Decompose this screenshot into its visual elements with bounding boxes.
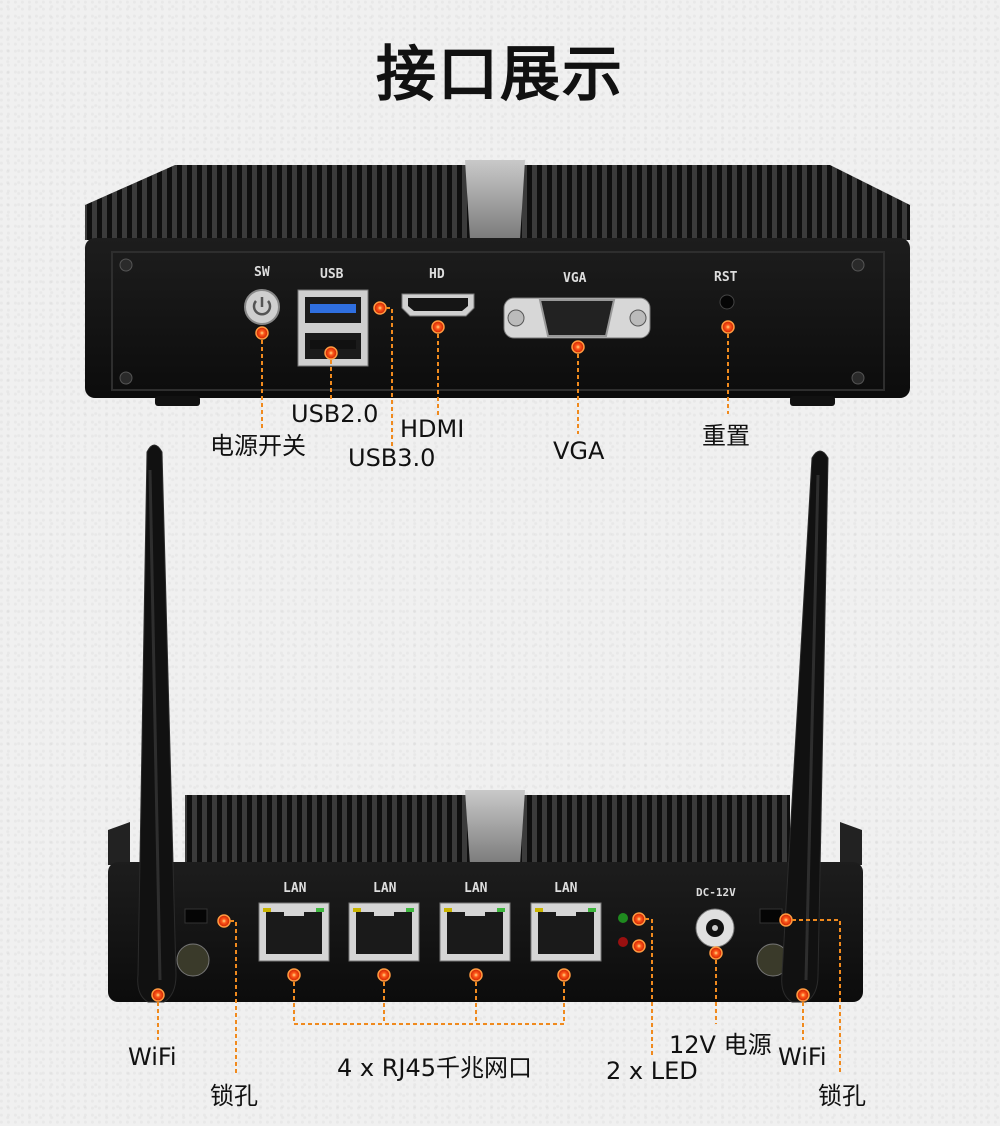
callout-vga: VGA: [553, 437, 605, 465]
port-label-vga: VGA: [563, 271, 587, 286]
port-label-hd: HD: [429, 267, 445, 282]
marker-dot-icon: [431, 320, 445, 334]
page-title: 接口展示: [376, 40, 624, 110]
callout-wifi-right: WiFi: [778, 1043, 827, 1071]
device-rear-view: [108, 790, 863, 1002]
callout-usb3: USB3.0: [348, 444, 436, 472]
callout-hdmi: HDMI: [400, 415, 465, 443]
marker-dot-icon: [324, 346, 338, 360]
callout-wifi-left: WiFi: [128, 1043, 177, 1071]
top-leader-lines: [261, 307, 729, 446]
top-markers: [255, 301, 735, 360]
port-label-usb: USB: [320, 267, 344, 282]
marker-dot-icon: [373, 301, 387, 315]
led-green-icon: [618, 913, 628, 923]
port-label-dc: DC-12V: [696, 886, 736, 899]
port-label-lan-3: LAN: [464, 881, 488, 896]
antenna-right: [781, 450, 829, 1003]
marker-dot-icon: [721, 320, 735, 334]
bottom-markers: [151, 912, 810, 1002]
port-label-sw: SW: [254, 265, 270, 280]
led-red-icon: [618, 937, 628, 947]
callout-12v-power: 12V 电源: [669, 1031, 772, 1059]
callout-rj45: 4 x RJ45千兆网口: [337, 1054, 533, 1082]
callout-usb2: USB2.0: [291, 400, 379, 428]
marker-dot-icon: [255, 326, 269, 340]
port-label-lan-4: LAN: [554, 881, 578, 896]
bottom-leader-lines: [157, 918, 841, 1075]
callout-led: 2 x LED: [606, 1057, 698, 1085]
callout-reset: 重置: [702, 422, 750, 450]
callout-lock-left: 锁孔: [210, 1082, 258, 1110]
port-label-lan-2: LAN: [373, 881, 397, 896]
callout-lock-right: 锁孔: [818, 1082, 866, 1110]
port-label-lan-1: LAN: [283, 881, 307, 896]
port-label-rst: RST: [714, 270, 738, 285]
antenna-left: [137, 444, 177, 1003]
marker-dot-icon: [571, 340, 585, 354]
callout-power-switch: 电源开关: [210, 432, 306, 460]
device-front-view: [85, 160, 910, 406]
